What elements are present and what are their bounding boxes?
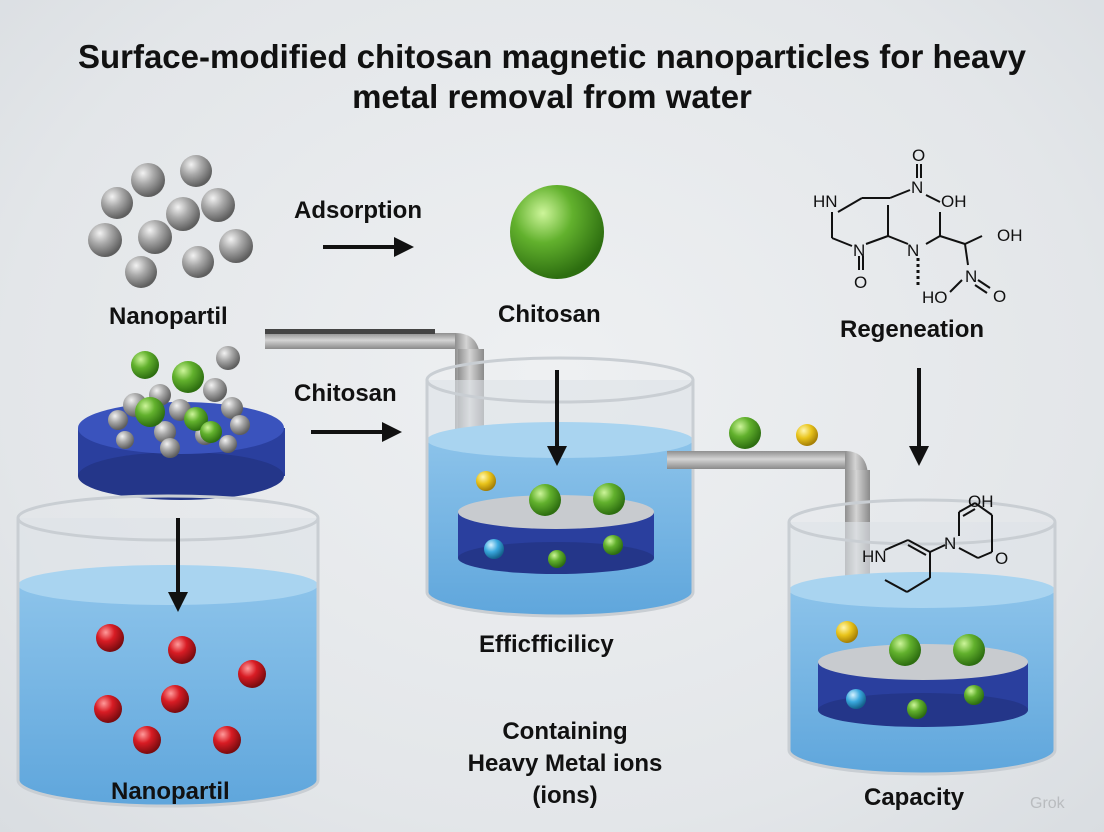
label-capacity: Capacity — [864, 784, 965, 811]
label-nanopartil-bottom: Nanopartil — [111, 778, 230, 805]
chemical-structure-top — [831, 164, 991, 294]
gold-ion — [476, 471, 496, 491]
mol-small-n: N — [944, 534, 956, 553]
label-efficiency: Efficfficilicy — [479, 631, 614, 658]
label-containing: Containing Heavy Metal ions (ions) — [420, 716, 710, 812]
composite-platform — [78, 346, 285, 500]
mol-n-top: N — [911, 178, 923, 197]
mol-o-right: O — [993, 287, 1006, 306]
mol-small-oh: OH — [968, 492, 994, 511]
watermark: Grok — [1030, 795, 1065, 812]
label-regeneation: Regeneation — [840, 316, 985, 343]
beaker-right — [787, 498, 1057, 776]
mol-oh-2: OH — [997, 226, 1023, 245]
mol-small-o: O — [995, 549, 1008, 568]
label-chitosan-top: Chitosan — [498, 301, 601, 328]
mol-o-top: O — [912, 146, 925, 165]
label-nanopartil-top: Nanopartil — [109, 303, 228, 330]
diagram-title-line-2: metal removal from water — [352, 78, 752, 115]
floating-chitosan — [729, 417, 761, 449]
label-containing-line-1: Containing — [502, 718, 628, 745]
beaker-left — [16, 494, 320, 808]
diagram-title-line-1: Surface-modified chitosan magnetic nanop… — [77, 38, 1027, 75]
mol-n-right: N — [965, 267, 977, 286]
label-adsorption: Adsorption — [294, 197, 422, 224]
chitosan-sphere — [510, 185, 604, 279]
mol-o-left: O — [854, 273, 867, 292]
mol-small-hn: HN — [862, 547, 887, 566]
mol-ho: HO — [922, 288, 948, 307]
chemical-structure-small — [884, 502, 993, 593]
right-gold-ion — [836, 621, 858, 643]
heavy-metal-ions — [94, 624, 266, 754]
mol-oh-1: OH — [941, 192, 967, 211]
beaker-center — [425, 356, 695, 618]
center-platform — [458, 483, 654, 574]
mol-n-mid: N — [907, 241, 919, 260]
floating-gold-ion — [796, 424, 818, 446]
nanoparticle-cluster — [88, 155, 253, 288]
mol-n-left: N — [853, 241, 865, 260]
label-chitosan-mid: Chitosan — [294, 380, 397, 407]
right-platform — [818, 634, 1028, 727]
mol-hn: HN — [813, 192, 838, 211]
label-containing-line-3: (ions) — [532, 782, 598, 809]
label-containing-line-2: Heavy Metal ions — [467, 750, 663, 777]
